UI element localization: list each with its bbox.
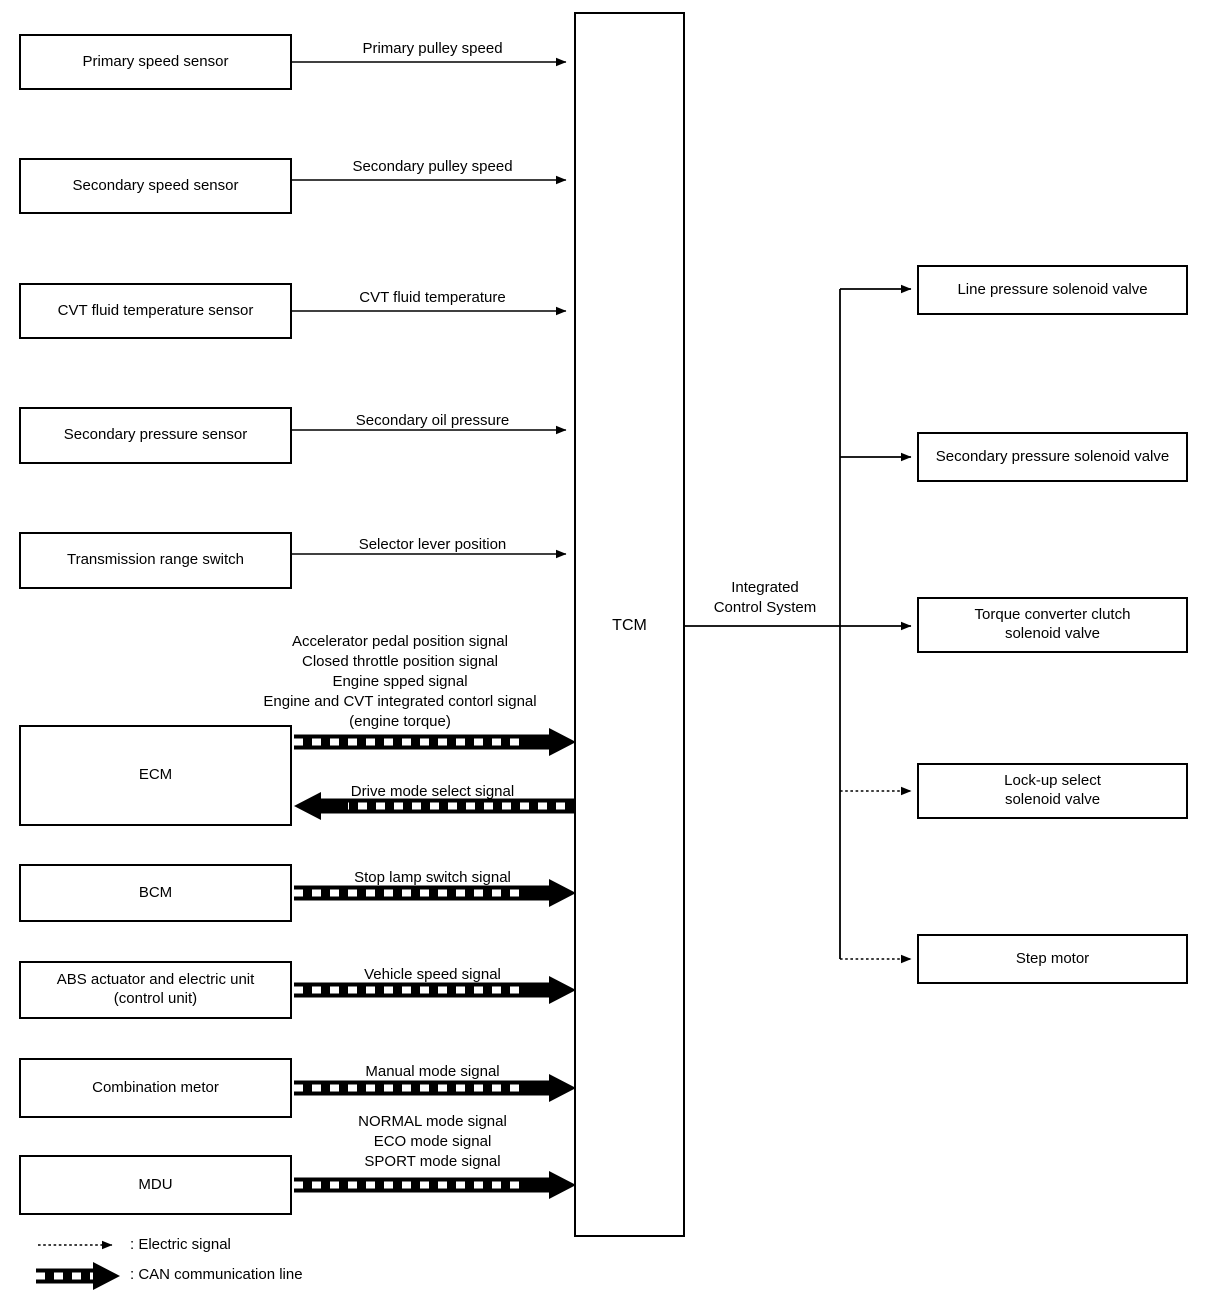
node-label: ABS actuator and electric unit (control … [56, 971, 255, 1007]
signal-label-mdu-mode-signals: NORMAL mode signal ECO mode signal SPORT… [358, 1113, 507, 1170]
node-cvt-fluid-temperature-sensor[interactable]: CVT fluid temperature sensor [19, 283, 292, 339]
signal-label-manual-mode-signal: Manual mode signal [365, 1063, 500, 1080]
node-label: Step motor [1015, 949, 1090, 967]
signal-label-ecm-to-tcm: Accelerator pedal position signal Closed… [263, 633, 537, 730]
signal-label-secondary-oil-pressure: Secondary oil pressure [355, 412, 510, 429]
node-lock-up-select-solenoid-valve[interactable]: Lock-up select solenoid valve [917, 763, 1188, 819]
legend-electric-signal-label: : Electric signal [130, 1236, 231, 1253]
node-primary-speed-sensor[interactable]: Primary speed sensor [19, 34, 292, 90]
node-abs-actuator-and-electric-unit[interactable]: ABS actuator and electric unit (control … [19, 961, 292, 1019]
node-mdu[interactable]: MDU [19, 1155, 292, 1215]
node-step-motor[interactable]: Step motor [917, 934, 1188, 984]
node-label: Lock-up select solenoid valve [1004, 772, 1101, 808]
tcm-label: TCM [612, 617, 647, 634]
node-transmission-range-switch[interactable]: Transmission range switch [19, 532, 292, 589]
node-combination-meter[interactable]: Combination metor [19, 1058, 292, 1118]
signal-label-cvt-fluid-temperature: CVT fluid temperature [359, 289, 506, 306]
node-tcm[interactable] [574, 12, 685, 1237]
node-label: MDU [138, 1175, 173, 1193]
node-label: CVT fluid temperature sensor [57, 301, 254, 319]
signal-label-secondary-pulley-speed: Secondary pulley speed [352, 158, 513, 175]
signal-label-selector-lever-position: Selector lever position [358, 536, 507, 553]
signal-label-stop-lamp-switch-signal: Stop lamp switch signal [354, 869, 511, 886]
node-secondary-pressure-sensor[interactable]: Secondary pressure sensor [19, 407, 292, 464]
node-label: Primary speed sensor [82, 52, 229, 70]
legend-can-communication-line-symbol [36, 1262, 120, 1290]
node-label: Secondary pressure solenoid valve [935, 447, 1170, 465]
node-label: Line pressure solenoid valve [957, 280, 1148, 298]
node-label: Torque converter clutch solenoid valve [974, 606, 1131, 642]
signal-label-primary-pulley-speed: Primary pulley speed [362, 40, 503, 57]
node-label: BCM [138, 883, 173, 901]
node-bcm[interactable]: BCM [19, 864, 292, 922]
node-label: Secondary pressure sensor [63, 426, 248, 444]
can-line-ecm-to-tcm [294, 728, 576, 756]
bus-line-integrated-control-system [685, 289, 912, 959]
integrated-control-system-label: Integrated Control System [713, 579, 817, 616]
signal-label-drive-mode-select: Drive mode select signal [350, 783, 515, 800]
node-secondary-speed-sensor[interactable]: Secondary speed sensor [19, 158, 292, 214]
node-ecm[interactable]: ECM [19, 725, 292, 826]
node-secondary-pressure-solenoid-valve[interactable]: Secondary pressure solenoid valve [917, 432, 1188, 482]
node-torque-converter-clutch-solenoid-valve[interactable]: Torque converter clutch solenoid valve [917, 597, 1188, 653]
can-line-mdu-to-tcm [294, 1171, 576, 1199]
node-label: Transmission range switch [66, 551, 244, 569]
signal-label-vehicle-speed-signal: Vehicle speed signal [364, 966, 501, 983]
legend-can-communication-line-label: : CAN communication line [130, 1266, 303, 1283]
node-label: Combination metor [92, 1078, 219, 1096]
node-label: ECM [138, 766, 173, 784]
node-label: Secondary speed sensor [72, 176, 239, 194]
node-line-pressure-solenoid-valve[interactable]: Line pressure solenoid valve [917, 265, 1188, 315]
